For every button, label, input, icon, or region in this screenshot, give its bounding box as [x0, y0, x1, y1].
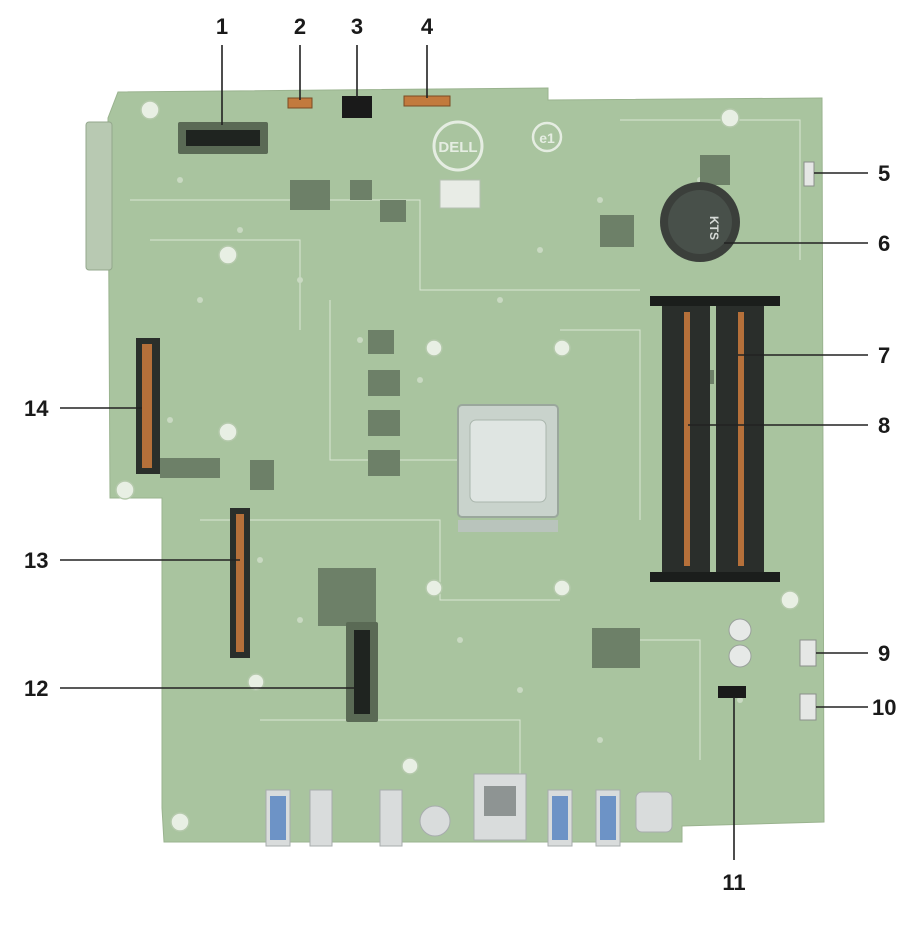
connector-9	[799, 639, 817, 667]
rear-io-ports	[265, 773, 673, 847]
callout-10: 10	[872, 695, 896, 720]
memory-slots	[650, 296, 780, 582]
e1-badge: e1	[531, 121, 563, 153]
callout-9: 9	[878, 641, 890, 666]
connector-10	[799, 693, 817, 721]
cpu-package	[457, 404, 559, 532]
capacitors	[728, 618, 752, 668]
connector-3	[342, 96, 372, 118]
callout-5: 5	[878, 161, 890, 186]
callout-1: 1	[216, 14, 228, 39]
left-edge-bracket	[85, 121, 113, 271]
m2-wlan-slot	[178, 122, 268, 154]
leader-lines	[60, 45, 868, 860]
callout-7: 7	[878, 343, 890, 368]
silkscreen-lines	[130, 119, 801, 780]
barcode-sticker	[439, 179, 481, 209]
connector-11	[718, 686, 746, 698]
callout-13: 13	[24, 548, 48, 573]
dell-logo: DELL	[432, 120, 484, 172]
coin-cell-battery: KTS	[660, 182, 740, 262]
callout-3: 3	[351, 14, 363, 39]
mounting-holes	[115, 100, 800, 832]
m2-ssd-slot	[346, 622, 378, 722]
connector-14	[136, 338, 160, 474]
vias	[167, 177, 763, 743]
callout-14: 14	[24, 396, 49, 421]
callout-labels: 1 2 3 4 5 6 7 8 9 10 11 12 13 14	[24, 14, 896, 895]
small-components	[160, 155, 730, 668]
callout-8: 8	[878, 413, 890, 438]
callout-11: 11	[722, 870, 745, 895]
callout-2: 2	[294, 14, 306, 39]
e1-badge-text: e1	[539, 130, 555, 146]
callout-12: 12	[24, 676, 48, 701]
callout-4: 4	[421, 14, 434, 39]
dell-logo-text: DELL	[438, 139, 477, 156]
connector-5	[803, 161, 815, 187]
connector-13	[230, 508, 250, 658]
battery-text: KTS	[707, 216, 721, 240]
callout-6: 6	[878, 231, 890, 256]
